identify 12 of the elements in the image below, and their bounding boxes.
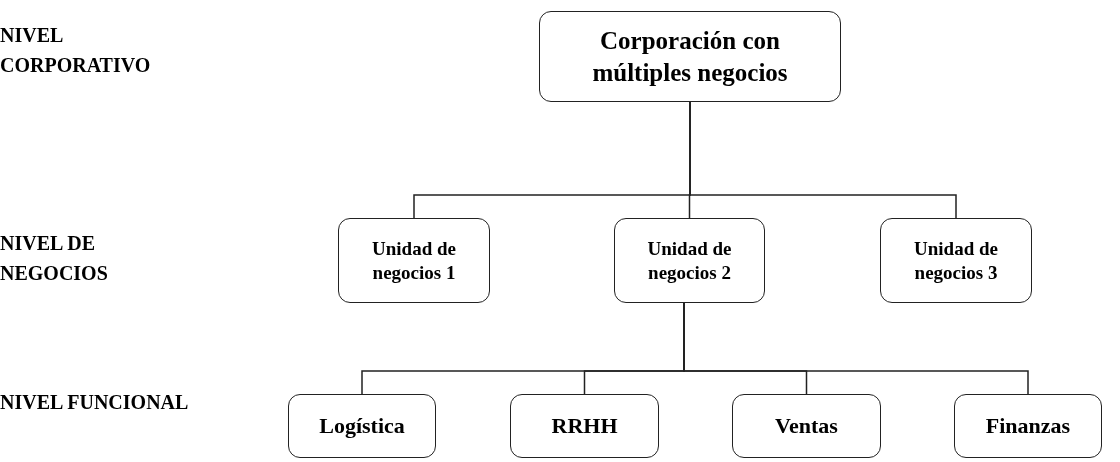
org-box: Logística (288, 394, 436, 458)
level-label: NIVEL CORPORATIVO (0, 23, 152, 78)
org-box: Finanzas (954, 394, 1102, 458)
level-label: NIVEL DE NEGOCIOS (0, 231, 109, 286)
connector-line (689, 101, 957, 219)
org-box: Unidad de negocios 1 (338, 218, 490, 303)
org-box: Corporación con múltiples negocios (539, 11, 841, 102)
org-box: Unidad de negocios 2 (614, 218, 765, 303)
level-label: NIVEL FUNCIONAL (0, 390, 190, 415)
org-box: Ventas (732, 394, 881, 458)
org-box: RRHH (510, 394, 659, 458)
org-box: Unidad de negocios 3 (880, 218, 1032, 303)
